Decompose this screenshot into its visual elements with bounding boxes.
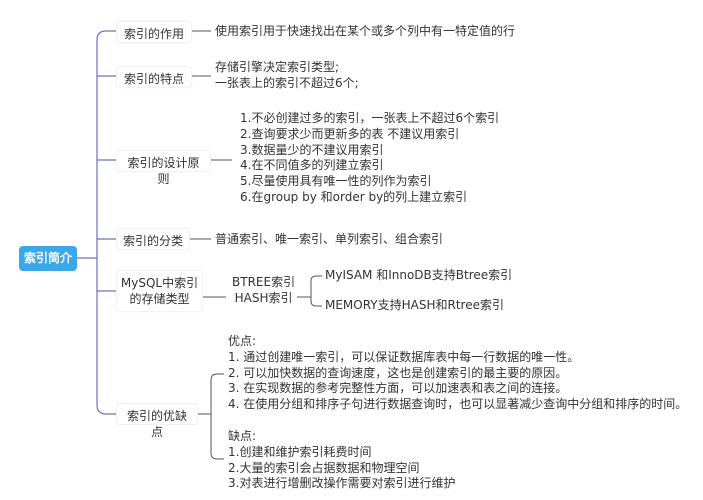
con-item: 2.大量的索引会占据数据和物理空间 — [228, 460, 420, 475]
principle-item: 1.不必创建过多的索引，一张表上不超过6个索引 — [240, 111, 500, 125]
branch-node-design-principles[interactable]: 索引的设计原则 — [116, 150, 211, 186]
classification-detail: 普通索引、唯一索引、单列索引、组合索引 — [215, 232, 444, 246]
pro-item: 1. 通过创建唯一索引，可以保证数据库表中每一行数据的唯一性。 — [228, 349, 580, 364]
con-item: 1.创建和维护索引耗费时间 — [228, 444, 372, 459]
support-btree: MyISAM 和InnoDB支持Btree索引 — [325, 268, 513, 282]
pro-item: 3. 在实现数据的参考完整性方面，可以加速表和表之间的连接。 — [228, 381, 568, 396]
cons-title: 缺点: — [228, 429, 257, 443]
pro-item: 4. 在使用分组和排序子句进行数据查询时，也可以显著减少查询中分组和排序的时间。 — [228, 397, 688, 412]
storage-types-list: BTREE索引 HASH索引 — [232, 275, 295, 307]
principle-item: 4.在不同值多的列建立索引 — [240, 158, 384, 173]
root-node[interactable]: 索引简介 — [19, 246, 77, 271]
type-btree: BTREE索引 — [232, 275, 296, 289]
principle-item: 2.查询要求少而更新多的表 不建议用索引 — [240, 126, 460, 141]
features-detail-1: 存储引擎决定索引类型; — [215, 60, 340, 74]
type-hash: HASH索引 — [234, 290, 293, 305]
principle-item: 6.在group by 和order by的列上建立索引 — [240, 189, 468, 204]
con-item: 3.对表进行增删改操作需要对索引进行维护 — [228, 476, 456, 491]
features-detail-2: 一张表上的索引不超过6个; — [215, 76, 359, 90]
principle-item: 3.数据量少的不建议用索引 — [240, 142, 384, 157]
cons-section: 缺点: 1.创建和维护索引耗费时间 2.大量的索引会占据数据和物理空间 3.对表… — [228, 429, 455, 492]
purpose-detail: 使用索引用于快速找出在某个或多个列中有一特定值的行 — [215, 24, 516, 38]
branch-node-pros-cons[interactable]: 索引的优缺点 — [116, 403, 198, 439]
branch-node-storage-types[interactable]: MySQL中索引 的存储类型 — [116, 270, 203, 312]
pro-item: 2. 可以加快数据的查询速度，这也是创建索引的最主要的原因。 — [228, 365, 568, 380]
principle-item: 5.尽量使用具有唯一性的列作为索引 — [240, 174, 432, 189]
pros-section: 优点: 1. 通过创建唯一索引，可以保证数据库表中每一行数据的唯一性。 2. 可… — [228, 334, 687, 413]
storage-types-label-line2: 的存储类型 — [129, 292, 190, 306]
branch-node-purpose[interactable]: 索引的作用 — [116, 21, 192, 43]
support-hash: MEMORY支持HASH和Rtree索引 — [325, 298, 504, 312]
branch-node-features[interactable]: 索引的特点 — [116, 66, 192, 88]
design-principles-list: 1.不必创建过多的索引，一张表上不超过6个索引 2.查询要求少而更新多的表 不建… — [240, 111, 499, 206]
storage-types-label-line1: MySQL中索引 — [120, 276, 199, 290]
pros-title: 优点: — [228, 334, 257, 348]
branch-node-classification[interactable]: 索引的分类 — [116, 228, 190, 250]
